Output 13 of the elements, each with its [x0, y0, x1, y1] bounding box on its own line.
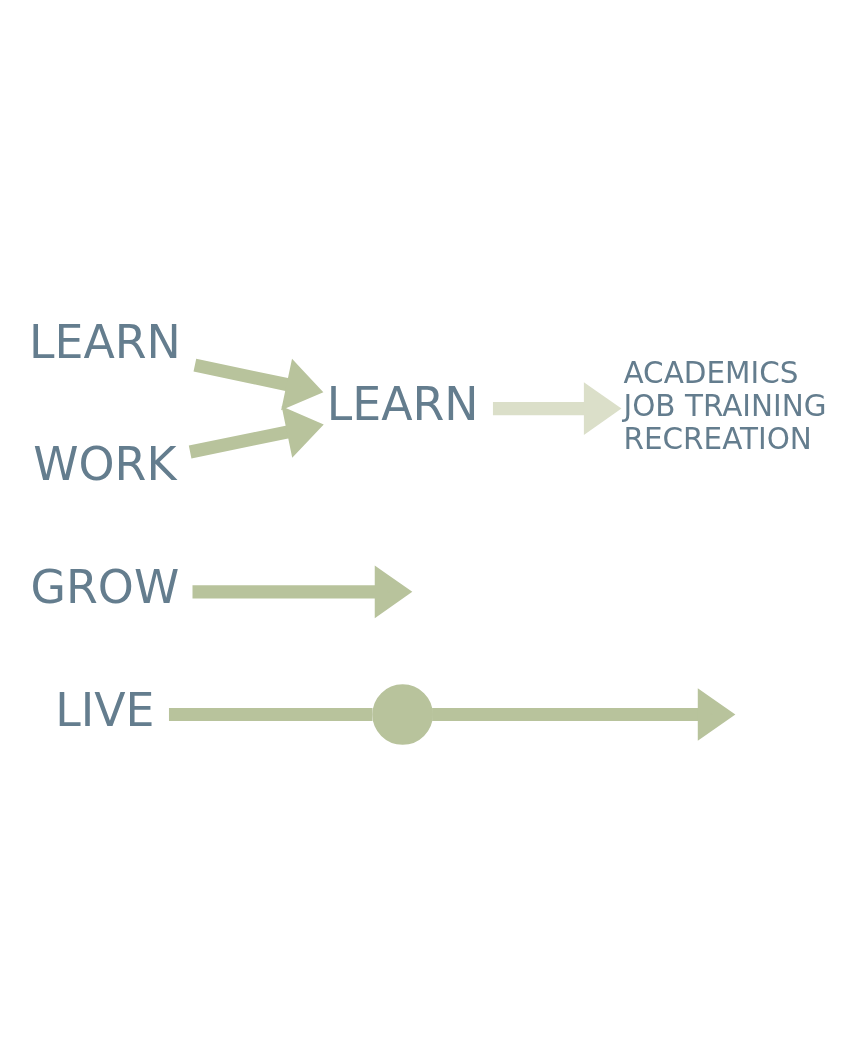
node-text: LEARN: [326, 376, 479, 431]
node-text: WORK: [33, 437, 177, 492]
node-circle: [372, 684, 433, 745]
node-text: ACADEMICS JOB TRAINING RECREATION: [623, 356, 827, 456]
arrow: [188, 406, 324, 459]
node-text: GROW: [30, 560, 180, 615]
arrow: [432, 688, 736, 741]
node-text: LIVE: [55, 682, 155, 737]
connector: [168, 708, 373, 722]
arrow: [192, 565, 413, 619]
node-text: LEARN: [28, 314, 181, 369]
arrow: [492, 382, 622, 435]
arrow: [193, 358, 324, 411]
